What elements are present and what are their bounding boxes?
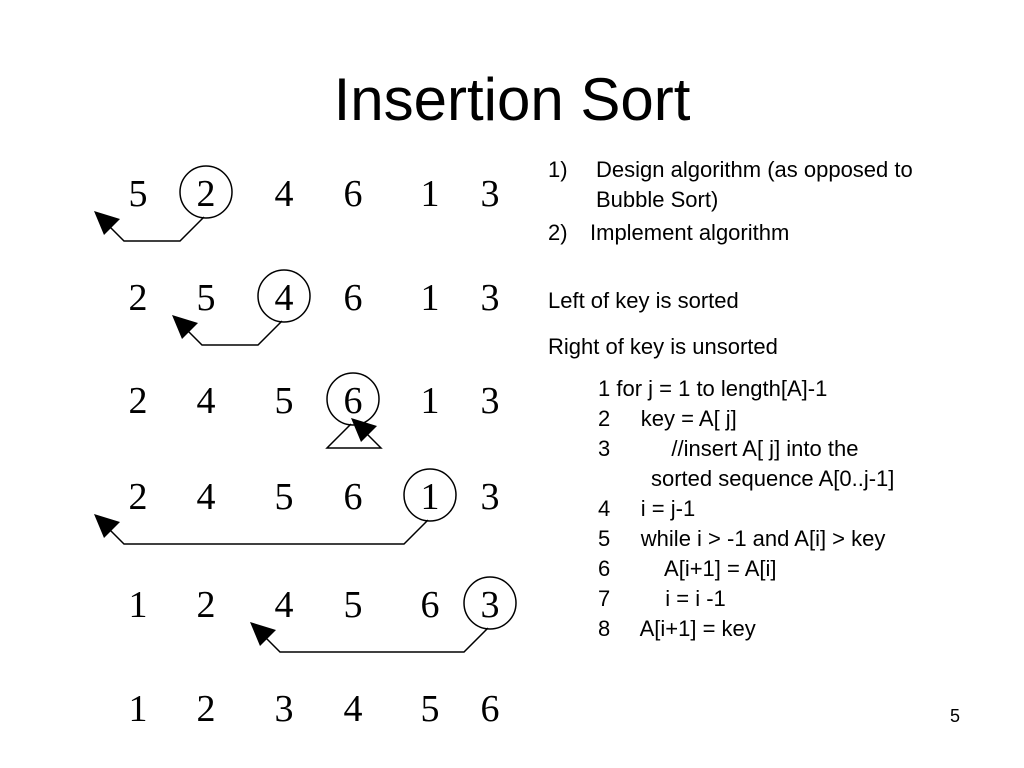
array-cell: 3 <box>481 584 500 626</box>
array-cell: 5 <box>344 584 363 626</box>
pseudocode-line-7: 7 i = i -1 <box>598 586 726 611</box>
array-cell: 1 <box>421 380 440 422</box>
key-circle <box>403 468 457 522</box>
array-cell: 2 <box>197 688 216 730</box>
insert-arrow-line <box>109 216 205 242</box>
array-cell: 1 <box>421 277 440 319</box>
goal-2-text: Implement algorithm <box>590 220 790 245</box>
array-cell: 3 <box>481 476 500 518</box>
array-cell: 5 <box>421 688 440 730</box>
array-cell: 2 <box>129 380 148 422</box>
insert-arrow-line <box>325 423 383 449</box>
array-cell: 5 <box>129 173 148 215</box>
pseudocode-line-8: 8 A[i+1] = key <box>598 616 756 641</box>
array-cell: 3 <box>481 277 500 319</box>
array-cell: 5 <box>275 476 294 518</box>
array-cell: 1 <box>421 173 440 215</box>
array-cell: 2 <box>197 173 216 215</box>
array-cell: 5 <box>275 380 294 422</box>
insert-arrowhead <box>250 622 276 646</box>
array-cell: 3 <box>275 688 294 730</box>
pseudocode-line-3: 3 //insert A[ j] into the <box>598 436 859 461</box>
note-right-unsorted: Right of key is unsorted <box>548 334 778 359</box>
goal-1-text: Design algorithm (as opposed to <box>596 157 913 182</box>
array-cell: 6 <box>421 584 440 626</box>
array-cell: 3 <box>481 380 500 422</box>
array-cell: 6 <box>481 688 500 730</box>
array-cell: 3 <box>481 173 500 215</box>
note-left-sorted: Left of key is sorted <box>548 288 739 313</box>
array-cell: 1 <box>421 476 440 518</box>
insert-arrow-line <box>265 627 489 653</box>
insert-arrow-line <box>187 320 283 346</box>
array-cell: 4 <box>275 584 294 626</box>
array-cell: 4 <box>197 380 216 422</box>
insert-arrow-line <box>109 519 429 545</box>
array-cell: 4 <box>275 277 294 319</box>
pseudocode-line-2: 2 key = A[ j] <box>598 406 737 431</box>
array-cell: 6 <box>344 277 363 319</box>
array-cell: 5 <box>197 277 216 319</box>
insert-arrowhead <box>351 418 377 442</box>
goal-2: 2) Implement algorithm <box>548 218 789 248</box>
goal-1-continuation: Bubble Sort) <box>596 187 719 212</box>
pseudocode-line-5: 5 while i > -1 and A[i] > key <box>598 526 886 551</box>
array-cell: 2 <box>197 584 216 626</box>
slide-title: Insertion Sort <box>333 66 691 133</box>
array-cell: 6 <box>344 476 363 518</box>
array-cell: 6 <box>344 173 363 215</box>
array-cell: 2 <box>129 476 148 518</box>
insert-arrowhead <box>94 211 120 235</box>
pseudocode-line-4: 4 i = j-1 <box>598 496 696 521</box>
goal-1: 1) Design algorithm (as opposed to <box>548 155 913 185</box>
pseudocode-line-1: 1 for j = 1 to length[A]-1 <box>598 376 828 401</box>
array-cell: 4 <box>344 688 363 730</box>
key-circle <box>326 372 380 426</box>
array-cell: 2 <box>129 277 148 319</box>
goal-2-number: 2) <box>548 220 568 245</box>
array-cell: 1 <box>129 688 148 730</box>
array-cell: 6 <box>344 380 363 422</box>
array-cell: 4 <box>275 173 294 215</box>
key-circle <box>463 576 517 630</box>
key-circle <box>257 269 311 323</box>
array-cell: 1 <box>129 584 148 626</box>
insert-arrowhead <box>94 514 120 538</box>
key-circle <box>179 165 233 219</box>
pseudocode-line-6: 6 A[i+1] = A[i] <box>598 556 777 581</box>
insert-arrowhead <box>172 315 198 339</box>
goal-1-number: 1) <box>548 157 568 182</box>
array-cell: 4 <box>197 476 216 518</box>
pseudocode-line-3-continuation: sorted sequence A[0..j-1] <box>651 466 895 491</box>
page-number: 5 <box>950 706 961 726</box>
